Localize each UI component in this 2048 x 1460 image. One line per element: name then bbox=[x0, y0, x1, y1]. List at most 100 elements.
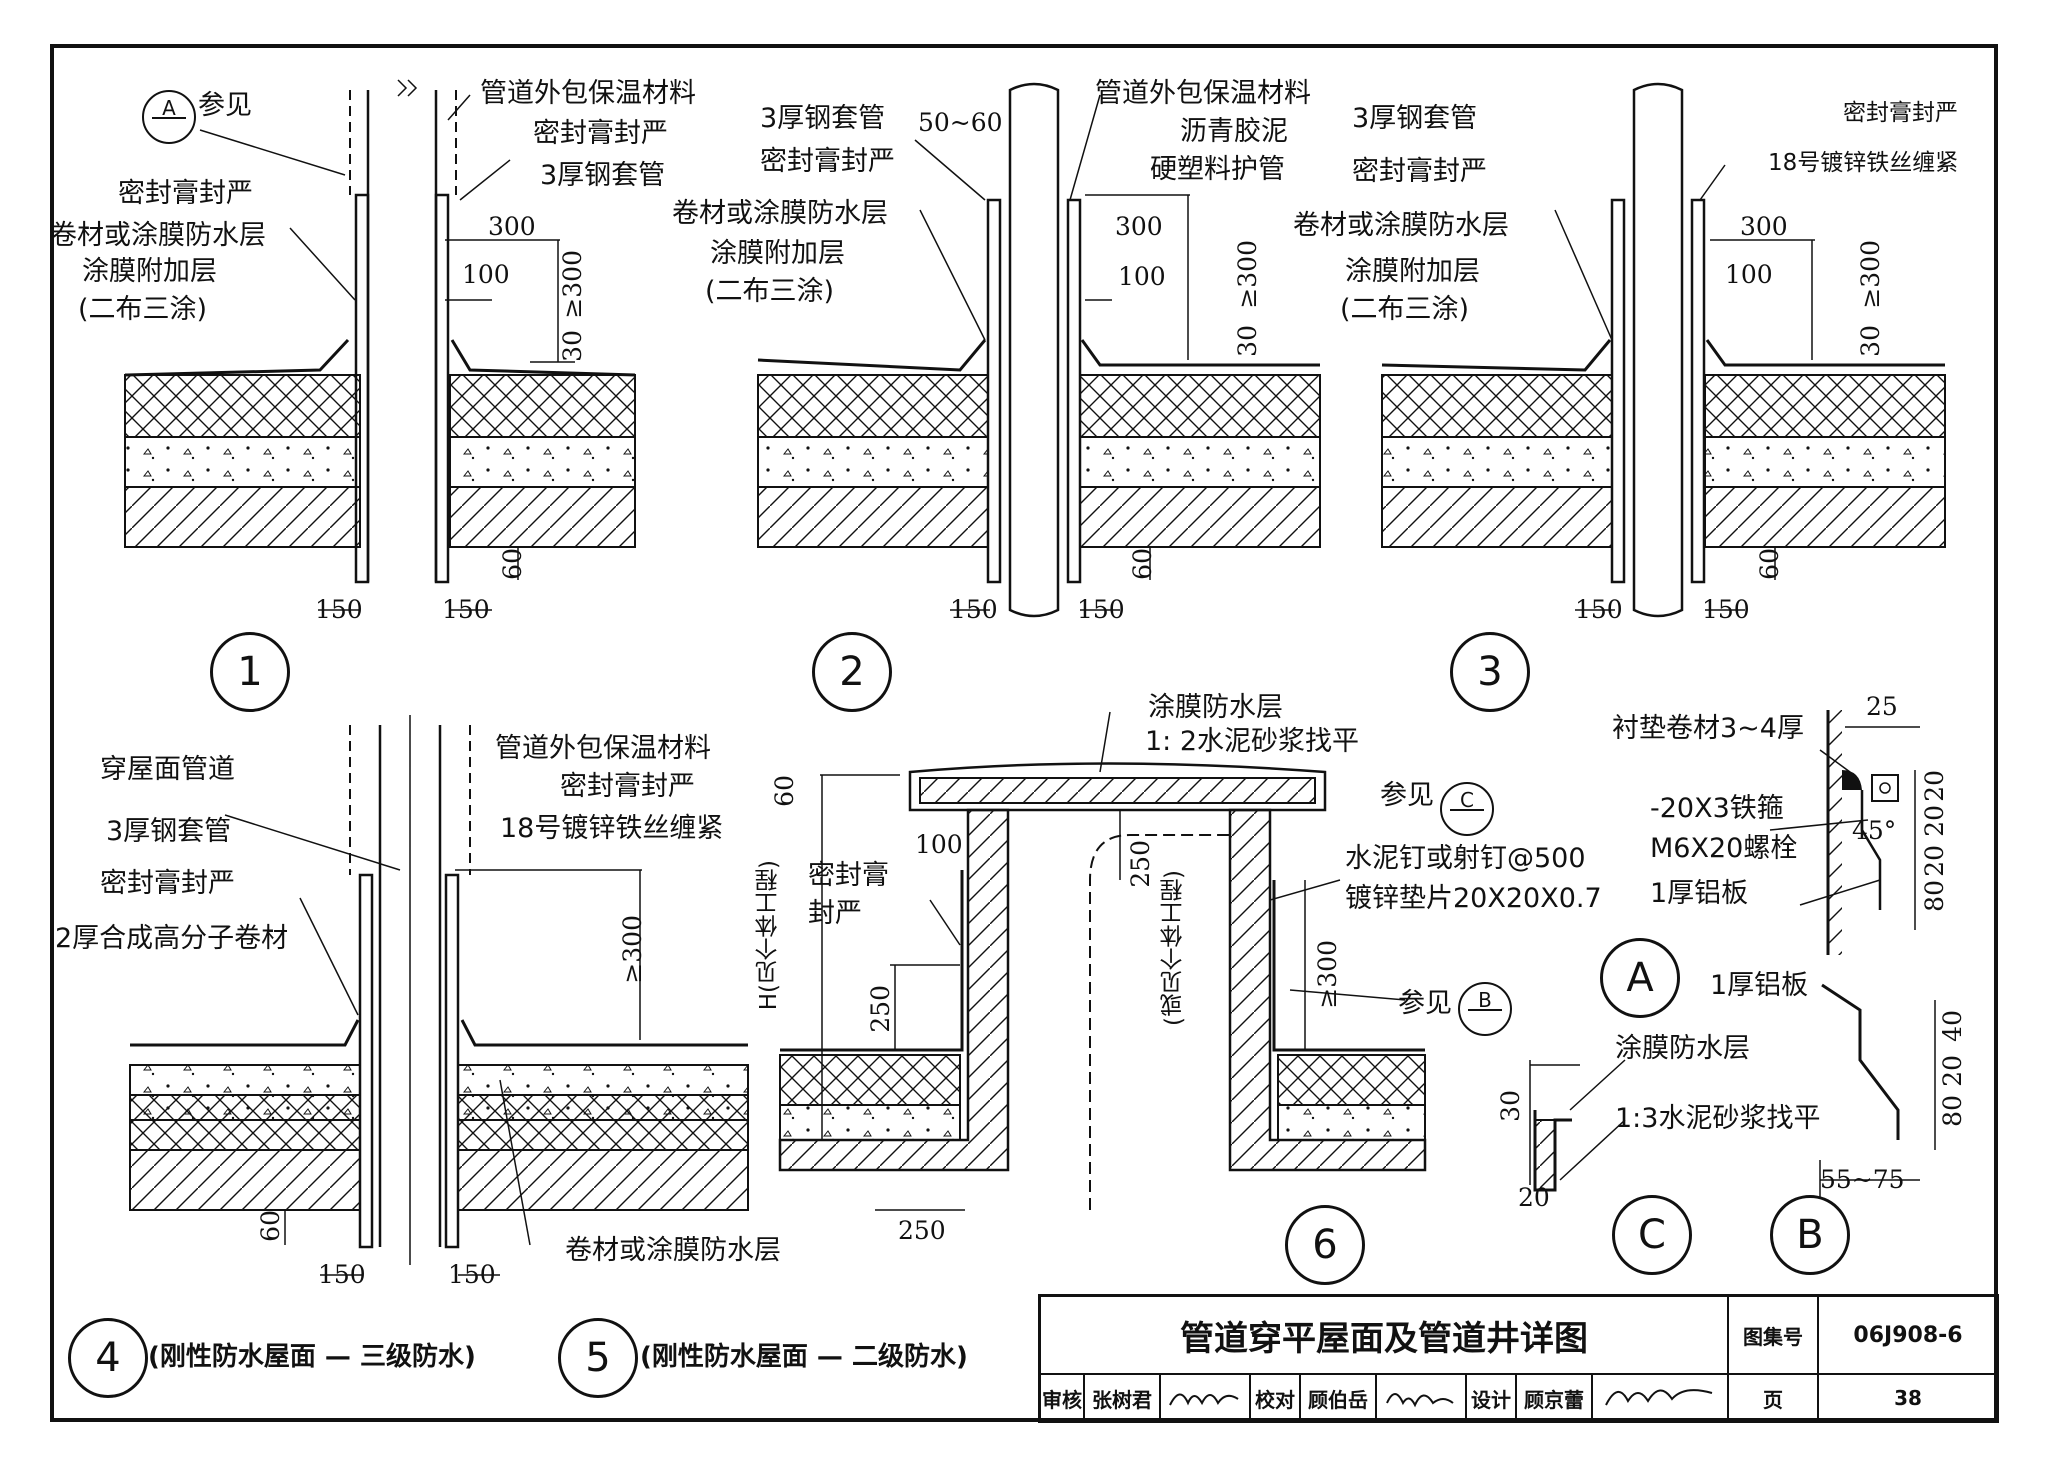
dim-d6-250a: 250 bbox=[1126, 840, 1155, 888]
label-d6-h-note2: (或见个体工程) bbox=[1161, 870, 1187, 1026]
label-d3-add-layer2: (二布三涂) bbox=[1340, 294, 1470, 325]
detail-no-5: 5 bbox=[558, 1318, 638, 1398]
dim-d2-60: 60 bbox=[1128, 548, 1157, 580]
dim-d45-150b: 150 bbox=[448, 1260, 496, 1289]
label-d6-h-note: H(见个体工程) bbox=[756, 860, 782, 1011]
dim-d1-60: 60 bbox=[498, 548, 527, 580]
detail-no-2: 2 bbox=[812, 632, 892, 712]
dim-d6-250b: 250 bbox=[866, 985, 895, 1033]
checker-name: 顾伯岳 bbox=[1301, 1375, 1377, 1423]
label-d45-pipe: 穿屋面管道 bbox=[100, 754, 235, 785]
detail-no-4: 4 bbox=[68, 1318, 148, 1398]
label-d45-seal-r: 密封膏封严 bbox=[560, 771, 695, 802]
label-d6-nail: 水泥钉或射钉@500 bbox=[1345, 843, 1586, 874]
label-d3-add-layer: 涂膜附加层 bbox=[1345, 256, 1480, 287]
label-d6-ref-c: 参见 bbox=[1380, 780, 1434, 811]
label-d3-membrane: 卷材或涂膜防水层 bbox=[1293, 210, 1509, 241]
detail-6 bbox=[778, 711, 1427, 1211]
label-d2-sleeve: 3厚钢套管 bbox=[760, 103, 886, 134]
dim-d6-100: 100 bbox=[915, 830, 963, 859]
signature-mark bbox=[1169, 1393, 1239, 1406]
label-d1-insul: 管道外包保温材料 bbox=[480, 78, 696, 109]
detail-no-b: B bbox=[1770, 1195, 1850, 1275]
detail-4-5 bbox=[129, 715, 749, 1276]
dim-da-20b: 20 bbox=[1920, 805, 1949, 837]
dim-d3-60: 60 bbox=[1755, 548, 1784, 580]
dim-db-80: 80 bbox=[1938, 1095, 1967, 1127]
dim-d45-150a: 150 bbox=[318, 1260, 366, 1289]
detail-3 bbox=[1381, 82, 1946, 618]
dim-d3-100: 100 bbox=[1725, 260, 1773, 289]
label-d6-seal: 密封膏 bbox=[808, 860, 889, 891]
dim-da-45: 45° bbox=[1852, 816, 1897, 845]
dim-d45-ge300: ≥300 bbox=[618, 915, 647, 984]
dim-d2-100: 100 bbox=[1118, 262, 1166, 291]
label-d2-seal: 密封膏封严 bbox=[760, 146, 895, 177]
detail-no-6: 6 bbox=[1285, 1205, 1365, 1285]
dim-da-25: 25 bbox=[1866, 692, 1898, 721]
dim-d3-150b: 150 bbox=[1702, 595, 1750, 624]
detail-2 bbox=[757, 82, 1321, 618]
page-number: 38 bbox=[1819, 1375, 1999, 1423]
detail-no-c: C bbox=[1612, 1195, 1692, 1275]
label-d1-membrane: 卷材或涂膜防水层 bbox=[50, 220, 266, 251]
label-d45-seal: 密封膏封严 bbox=[100, 868, 235, 899]
label-d1-ref: 参见 bbox=[198, 90, 252, 121]
label-d1-sleeve: 3厚钢套管 bbox=[540, 160, 666, 191]
dim-d45-60: 60 bbox=[256, 1210, 285, 1242]
label-d1-seal: 密封膏封严 bbox=[118, 178, 253, 209]
label-d2-add-layer2: (二布三涂) bbox=[705, 276, 835, 307]
designer-name: 顾京蕾 bbox=[1517, 1375, 1593, 1423]
signature-mark bbox=[1386, 1393, 1454, 1408]
label-d1-seal-top: 密封膏封严 bbox=[533, 118, 668, 149]
dim-d6-ge300: ≥300 bbox=[1313, 940, 1342, 1009]
label-d3-sleeve: 3厚钢套管 bbox=[1352, 103, 1478, 134]
label-d2-add-layer: 涂膜附加层 bbox=[710, 238, 845, 269]
dim-d2-150a: 150 bbox=[950, 595, 998, 624]
label-dc-mortar: 1:3水泥砂浆找平 bbox=[1615, 1103, 1821, 1134]
label-da-bolt: M6X20螺栓 bbox=[1650, 833, 1798, 864]
label-d6-seal2: 封严 bbox=[808, 898, 862, 929]
dim-d3-150a: 150 bbox=[1575, 595, 1623, 624]
dim-d6-250c: 250 bbox=[898, 1216, 946, 1245]
label-dc-coat: 涂膜防水层 bbox=[1615, 1033, 1750, 1064]
label-d45-sleeve: 3厚钢套管 bbox=[106, 816, 232, 847]
detail-a bbox=[1769, 710, 1920, 955]
dim-d3-30: 30 bbox=[1856, 325, 1885, 357]
dim-d1-300: 300 bbox=[488, 212, 536, 241]
dim-d3-300: 300 bbox=[1740, 212, 1788, 241]
dim-d1-150a: 150 bbox=[315, 595, 363, 624]
label-d3-seal: 密封膏封严 bbox=[1352, 156, 1487, 187]
label-d45-polymer: 2厚合成高分子卷材 bbox=[55, 923, 289, 954]
drawing-title: 管道穿平屋面及管道井详图 bbox=[1041, 1297, 1729, 1375]
label-da-alu: 1厚铝板 bbox=[1650, 878, 1749, 909]
dim-da-20c: 20 bbox=[1920, 845, 1949, 877]
dim-da-20a: 20 bbox=[1920, 770, 1949, 802]
dim-d3-ge300: ≥300 bbox=[1856, 240, 1885, 309]
ref-circle-a: A bbox=[142, 90, 196, 144]
checker-signature bbox=[1377, 1375, 1467, 1423]
detail-b bbox=[1819, 983, 1936, 1200]
dim-d2-30: 30 bbox=[1233, 325, 1262, 357]
label-d3-seal-r: 密封膏封严 bbox=[1843, 100, 1958, 126]
dim-d1-30: 30 bbox=[558, 330, 587, 362]
label-d2-asphalt: 沥青胶泥 bbox=[1180, 116, 1288, 147]
page-label: 页 bbox=[1729, 1375, 1819, 1423]
caption-d5: (刚性防水屋面 — 二级防水) bbox=[640, 1342, 968, 1372]
label-d2-membrane: 卷材或涂膜防水层 bbox=[672, 198, 888, 229]
label-d6-coat: 涂膜防水层 bbox=[1148, 692, 1283, 723]
dim-d1-100: 100 bbox=[462, 260, 510, 289]
label-da-liner: 衬垫卷材3~4厚 bbox=[1612, 713, 1804, 744]
caption-d4: (刚性防水屋面 — 三级防水) bbox=[148, 1342, 476, 1372]
reviewer-signature bbox=[1161, 1375, 1251, 1423]
detail-no-3: 3 bbox=[1450, 632, 1530, 712]
label-d2-insul: 管道外包保温材料 bbox=[1095, 78, 1311, 109]
label-d6-mortar: 1: 2水泥砂浆找平 bbox=[1145, 726, 1360, 757]
label-d45-insul: 管道外包保温材料 bbox=[495, 733, 711, 764]
detail-no-1: 1 bbox=[210, 632, 290, 712]
atlas-number: 06J908-6 bbox=[1819, 1297, 1999, 1375]
label-d2-pvc: 硬塑料护管 bbox=[1150, 154, 1285, 185]
designer-signature bbox=[1593, 1375, 1729, 1423]
detail-no-a: A bbox=[1600, 938, 1680, 1018]
